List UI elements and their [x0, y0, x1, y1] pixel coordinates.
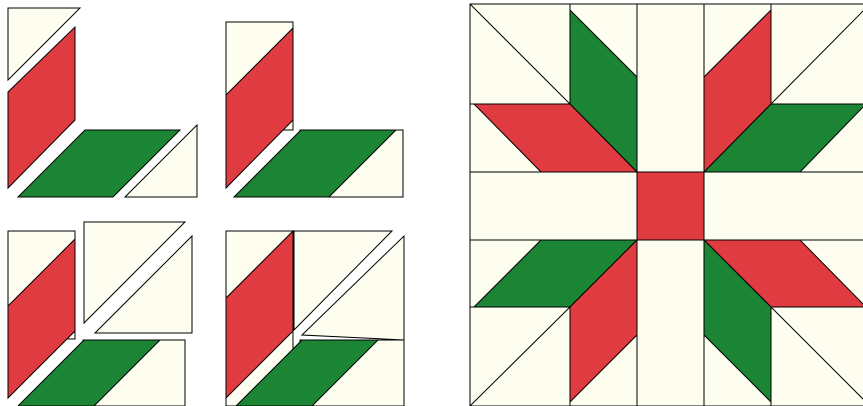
step-3-corner-added: [8, 222, 192, 406]
red-center-square: [637, 172, 704, 240]
step-1-exploded-pieces: [8, 8, 197, 197]
lemoyne-star-variation-block: [470, 4, 863, 406]
step-2-rows-joined: [226, 22, 403, 197]
step-4-completed-unit: [226, 231, 404, 406]
